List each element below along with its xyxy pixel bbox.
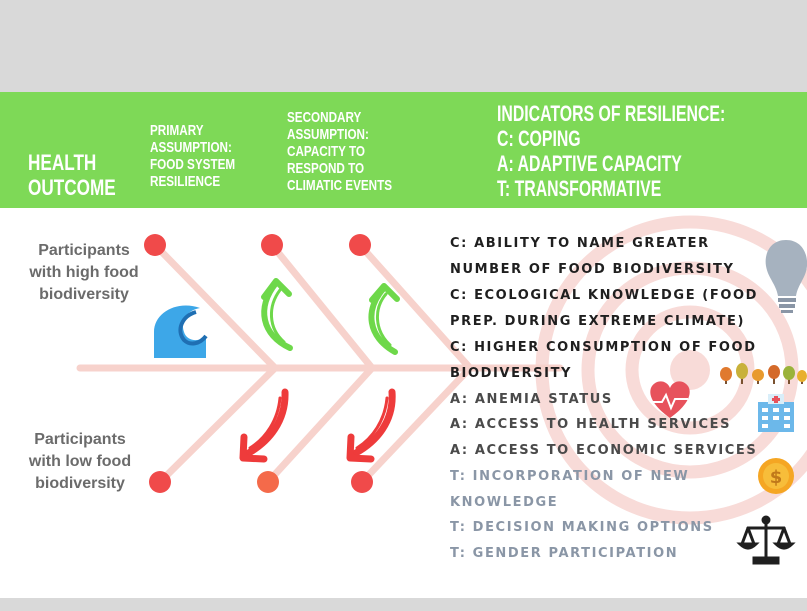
indicator-line: A: ACCESS TO ECONOMIC SERVICES [450, 443, 758, 458]
indicator-line: C: ECOLOGICAL KNOWLEDGE (FOOD [450, 288, 759, 303]
bone-upper-1 [151, 241, 279, 372]
arrow-up-icon [261, 278, 293, 351]
participants-low-label: Participants with low food biodiversity [28, 431, 132, 492]
indicator-line: NUMBER OF FOOD BIODIVERSITY [450, 262, 735, 277]
indicators-heading: INDICATORS OF RESILIENCE: C: COPING A: A… [497, 101, 726, 201]
scales-icon [736, 515, 796, 565]
indicator-line: T: INCORPORATION OF NEW [450, 469, 690, 484]
node-low-1 [149, 471, 171, 493]
indicator-line: PREP. DURING EXTREME CLIMATE) [450, 314, 746, 329]
target-center [670, 350, 710, 390]
bottom-band [0, 598, 807, 611]
node-low-3 [351, 471, 373, 493]
indicator-line: A: ACCESS TO HEALTH SERVICES [450, 417, 732, 432]
indicator-line: A: ANEMIA STATUS [450, 392, 613, 407]
indicator-line: C: ABILITY TO NAME GREATER [450, 236, 710, 251]
node-low-2 [257, 471, 279, 493]
top-band [0, 0, 807, 92]
hospital-icon [758, 394, 794, 432]
node-high-2 [261, 234, 283, 256]
bone-lower-2 [264, 364, 376, 486]
health-outcome-heading: HEALTH OUTCOME [28, 150, 116, 200]
bone-lower-3 [358, 364, 474, 486]
node-high-3 [349, 234, 371, 256]
heart-pulse-icon [650, 381, 690, 418]
bone-lower-1 [156, 364, 279, 486]
bone-upper-2 [268, 241, 376, 372]
indicator-line: C: HIGHER CONSUMPTION OF FOOD [450, 340, 757, 355]
participants-high-label: Participants with high food biodiversity [29, 242, 139, 303]
arrow-down-icon [239, 388, 289, 463]
node-high-1 [144, 234, 166, 256]
arrow-up-icon [368, 283, 400, 355]
lightbulb-icon [765, 240, 807, 313]
fishbone-bones [76, 241, 564, 486]
wave-icon [154, 305, 208, 358]
secondary-assumption-heading: SECONDARY ASSUMPTION: CAPACITY TO RESPON… [287, 109, 393, 194]
indicator-line: T: GENDER PARTICIPATION [450, 546, 679, 561]
svg-text:$: $ [770, 467, 783, 488]
header-band [0, 92, 807, 208]
nodes [144, 234, 373, 493]
indicator-line: BIODIVERSITY [450, 366, 573, 381]
coin-icon: $ [758, 458, 794, 494]
arrow-down-icon [346, 388, 396, 463]
indicator-line: T: DECISION MAKING OPTIONS [450, 520, 714, 535]
bone-upper-3 [356, 241, 474, 372]
indicator-line: KNOWLEDGE [450, 495, 559, 510]
primary-assumption-heading: PRIMARY ASSUMPTION: FOOD SYSTEM RESILIEN… [150, 122, 236, 190]
trees-icon [720, 363, 807, 384]
